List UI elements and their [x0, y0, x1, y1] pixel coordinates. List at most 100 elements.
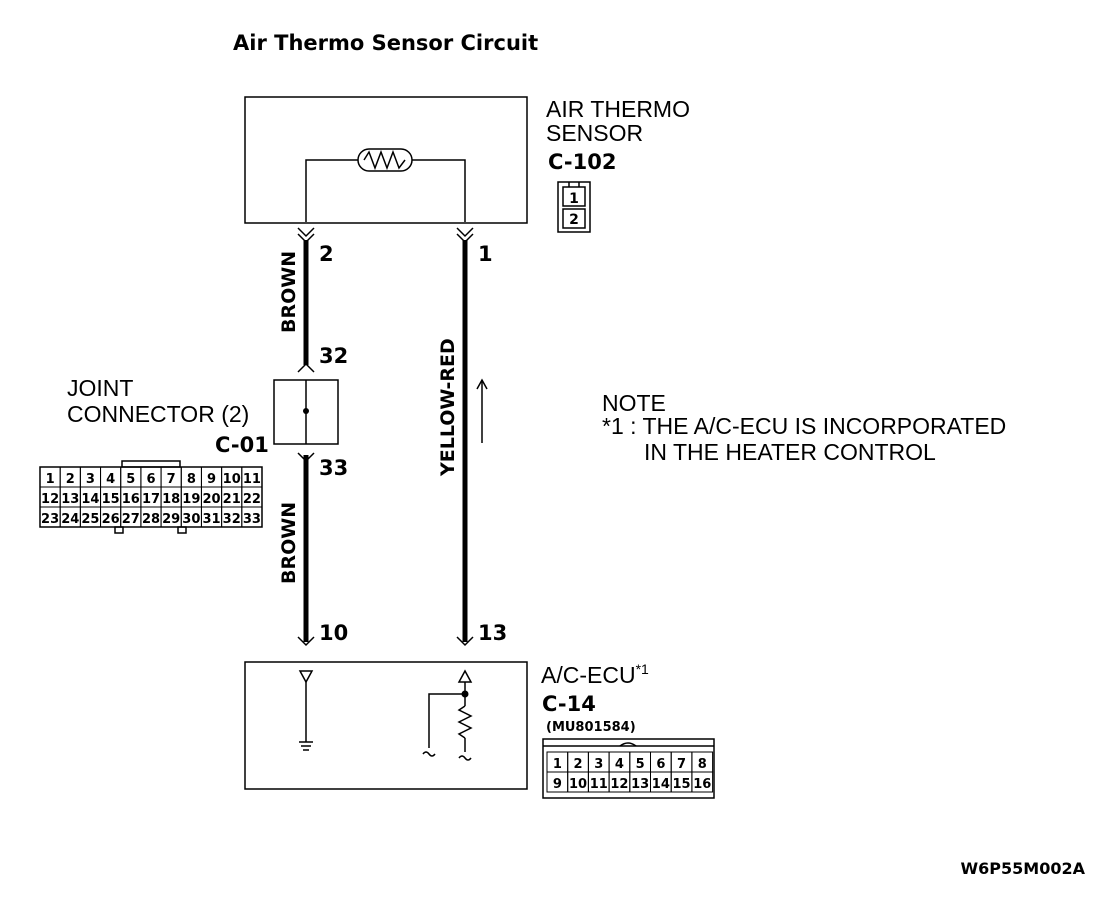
joint-connector-pin-14: 14	[81, 492, 99, 507]
joint-connector-pin-4: 4	[106, 472, 115, 487]
ecu-connector-pin-3: 3	[594, 757, 603, 772]
joint-connector-pin-9: 9	[207, 472, 216, 487]
joint-splice-dot	[303, 408, 309, 414]
note-heading: NOTE	[602, 390, 666, 416]
wire-right-ecu-pin: 13	[478, 621, 507, 645]
joint-pin-in: 32	[319, 344, 348, 368]
joint-connector-pin-25: 25	[81, 512, 99, 527]
joint-connector-pin-10: 10	[223, 472, 241, 487]
continuation-icon	[458, 755, 472, 761]
ecu-left-chevron-icon	[297, 636, 315, 647]
joint-connector-pin-15: 15	[102, 492, 120, 507]
joint-connector-pin-21: 21	[223, 492, 241, 507]
joint-connector-pin-3: 3	[86, 472, 95, 487]
ecu-connector-pin-16: 16	[693, 777, 711, 792]
joint-out-chevron-icon	[297, 452, 315, 463]
connector-chevron-sensor-right	[456, 227, 474, 244]
ecu-connector-pin-6: 6	[656, 757, 665, 772]
wire-left-ecu-pin: 10	[319, 621, 348, 645]
ecu-connector-pin-11: 11	[590, 777, 608, 792]
sensor-name-line1: AIR THERMO	[546, 96, 690, 122]
air-thermo-sensor	[244, 96, 528, 224]
sensor-name-line2: SENSOR	[546, 120, 643, 146]
ecu-connector-pin-8: 8	[698, 757, 707, 772]
ecu-connector-pin-2: 2	[574, 757, 583, 772]
joint-connector-pin-6: 6	[146, 472, 155, 487]
joint-connector-pin-1: 1	[46, 472, 55, 487]
joint-connector-pin-32: 32	[223, 512, 241, 527]
sensor-connector-code: C-102	[548, 150, 616, 174]
sensor-internal-wire-right	[412, 159, 466, 222]
joint-connector-pin-17: 17	[142, 492, 160, 507]
joint-connector-code: C-01	[215, 433, 269, 457]
ecu-connector-pin-13: 13	[631, 777, 649, 792]
joint-connector-pin-22: 22	[243, 492, 261, 507]
ecu-part-number: (MU801584)	[546, 720, 636, 735]
ecu-connector-pin-1: 1	[553, 757, 562, 772]
joint-connector-pin-24: 24	[61, 512, 79, 527]
joint-name-line1: JOINT	[67, 375, 133, 401]
joint-connector-cell	[241, 506, 263, 528]
joint-in-chevron-icon	[297, 362, 315, 373]
ecu-connector-pin-9: 9	[553, 777, 562, 792]
wire-right-sensor-pin: 1	[478, 242, 493, 266]
joint-connector-pin-29: 29	[162, 512, 180, 527]
note-line2: IN THE HEATER CONTROL	[644, 439, 936, 465]
joint-connector-pin-5: 5	[126, 472, 135, 487]
ecu-connector-pin-10: 10	[569, 777, 587, 792]
ecu-connector-pin-7: 7	[677, 757, 686, 772]
diagram-title: Air Thermo Sensor Circuit	[233, 31, 538, 55]
ecu-connector-pin-5: 5	[636, 757, 645, 772]
joint-connector-pin-31: 31	[202, 512, 220, 527]
ground-icon	[298, 670, 314, 751]
ecu-box	[244, 661, 528, 790]
signal-direction-arrow-icon	[476, 378, 488, 443]
joint-connector-pin-30: 30	[182, 512, 200, 527]
ecu-name-superscript: *1	[636, 661, 649, 677]
joint-connector-pin-12: 12	[41, 492, 59, 507]
joint-connector-pin-11: 11	[243, 472, 261, 487]
thermistor-icon	[357, 148, 413, 172]
joint-connector-pin-13: 13	[61, 492, 79, 507]
wire-left-lower-color: BROWN	[278, 502, 300, 584]
joint-connector-pin-7: 7	[167, 472, 176, 487]
ecu-connector-pin-4: 4	[615, 757, 624, 772]
sensor-internal-wire-left	[305, 159, 358, 222]
joint-connector-pin-28: 28	[142, 512, 160, 527]
ecu-name: A/C-ECU*1	[541, 661, 649, 688]
joint-connector-pin-8: 8	[187, 472, 196, 487]
ecu-connector-pin-12: 12	[610, 777, 628, 792]
ecu-right-chevron-icon	[456, 636, 474, 647]
ac-ecu	[244, 636, 528, 790]
continuation-icon	[422, 751, 436, 757]
joint-name-line2: CONNECTOR (2)	[67, 401, 249, 427]
joint-connector-pin-19: 19	[182, 492, 200, 507]
ecu-connector-pin-14: 14	[652, 777, 670, 792]
ecu-name-text: A/C-ECU	[541, 662, 636, 688]
wire-left-upper-color: BROWN	[278, 251, 300, 333]
joint-connector-pin-18: 18	[162, 492, 180, 507]
connector-chevron-sensor-left	[297, 227, 315, 244]
joint-connector-pin-27: 27	[122, 512, 140, 527]
joint-connector-pin-33: 33	[243, 512, 261, 527]
diagram-code: W6P55M002A	[961, 859, 1086, 878]
resistor-icon	[457, 705, 473, 739]
ecu-connector-code: C-14	[542, 692, 596, 716]
sensor-input-circuit	[422, 669, 473, 761]
joint-connector-pin-26: 26	[102, 512, 120, 527]
ecu-connector-cell	[691, 771, 714, 793]
sensor-box	[244, 96, 528, 224]
wire-right-color: YELLOW-RED	[437, 338, 459, 477]
joint-connector-pin-20: 20	[202, 492, 220, 507]
wire-left-sensor-pin: 2	[319, 242, 334, 266]
joint-connector	[273, 362, 339, 463]
joint-pin-out: 33	[319, 456, 348, 480]
joint-connector-pin-16: 16	[122, 492, 140, 507]
joint-connector-pin-2: 2	[66, 472, 75, 487]
joint-connector-pin-23: 23	[41, 512, 59, 527]
sensor-connector-pin-2: 2	[569, 212, 579, 228]
sensor-connector-face	[557, 181, 591, 233]
